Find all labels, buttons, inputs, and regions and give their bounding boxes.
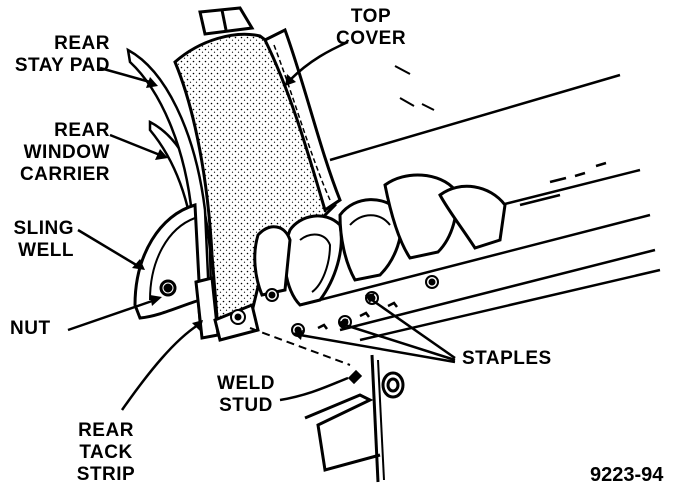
- sling-well-shape: [133, 203, 202, 320]
- leader-lines: [67, 40, 456, 411]
- leader-rear-stay-pad: [99, 66, 151, 84]
- label-rear-window-carrier-line1: REAR: [54, 120, 110, 141]
- leader-staples-3: [299, 333, 456, 364]
- label-rear-tack-strip-line3: STRIP: [76, 464, 136, 485]
- weld-stud-and-bracket: [304, 354, 405, 483]
- label-rear-tack-strip-line1: REAR: [78, 420, 134, 441]
- label-sling-well-line2: WELL: [18, 240, 74, 261]
- leader-rear-window-carrier: [109, 133, 161, 157]
- alignment-guide: [249, 327, 351, 366]
- label-top-cover-line2: COVER: [336, 28, 407, 49]
- leader-arrowheads: [132, 74, 375, 340]
- label-rear-stay-pad-line2: STAY PAD: [14, 55, 110, 76]
- label-staples: STAPLES: [462, 348, 552, 369]
- label-rear-stay-pad: REAR STAY PAD: [4, 33, 110, 77]
- label-weld-stud: WELD STUD: [214, 373, 278, 417]
- leader-sling-well: [77, 228, 139, 268]
- leader-weld-stud: [279, 376, 349, 402]
- label-top-cover: TOP COVER: [336, 6, 406, 50]
- label-rear-window-carrier-line3: CARRIER: [19, 164, 110, 185]
- label-weld-stud-line2: STUD: [219, 395, 273, 416]
- label-rear-tack-strip: REAR TACK STRIP: [70, 420, 142, 486]
- label-rear-window-carrier-line2: WINDOW: [23, 142, 110, 163]
- leader-rear-tack-strip: [120, 323, 199, 411]
- leader-nut: [67, 298, 156, 332]
- label-rear-stay-pad-line1: REAR: [54, 33, 110, 54]
- label-sling-well: SLING WELL: [4, 218, 74, 262]
- top-fabric-folds: [253, 173, 507, 307]
- top-cover-edge: [262, 27, 342, 213]
- leader-staples-1: [371, 298, 456, 360]
- staple-marks: [317, 301, 398, 330]
- leader-top-cover: [289, 40, 349, 81]
- label-top-cover-line1: TOP: [350, 6, 392, 27]
- figure-number: 9223-94: [590, 464, 664, 486]
- leader-staples-2: [344, 323, 456, 362]
- label-sling-well-line1: SLING: [13, 218, 74, 239]
- label-nut: NUT: [10, 318, 51, 339]
- label-rear-window-carrier: REAR WINDOW CARRIER: [4, 120, 110, 186]
- label-rear-tack-strip-line2: TACK: [79, 442, 133, 463]
- label-weld-stud-line1: WELD: [217, 373, 275, 394]
- body-panel-lines: [249, 65, 661, 342]
